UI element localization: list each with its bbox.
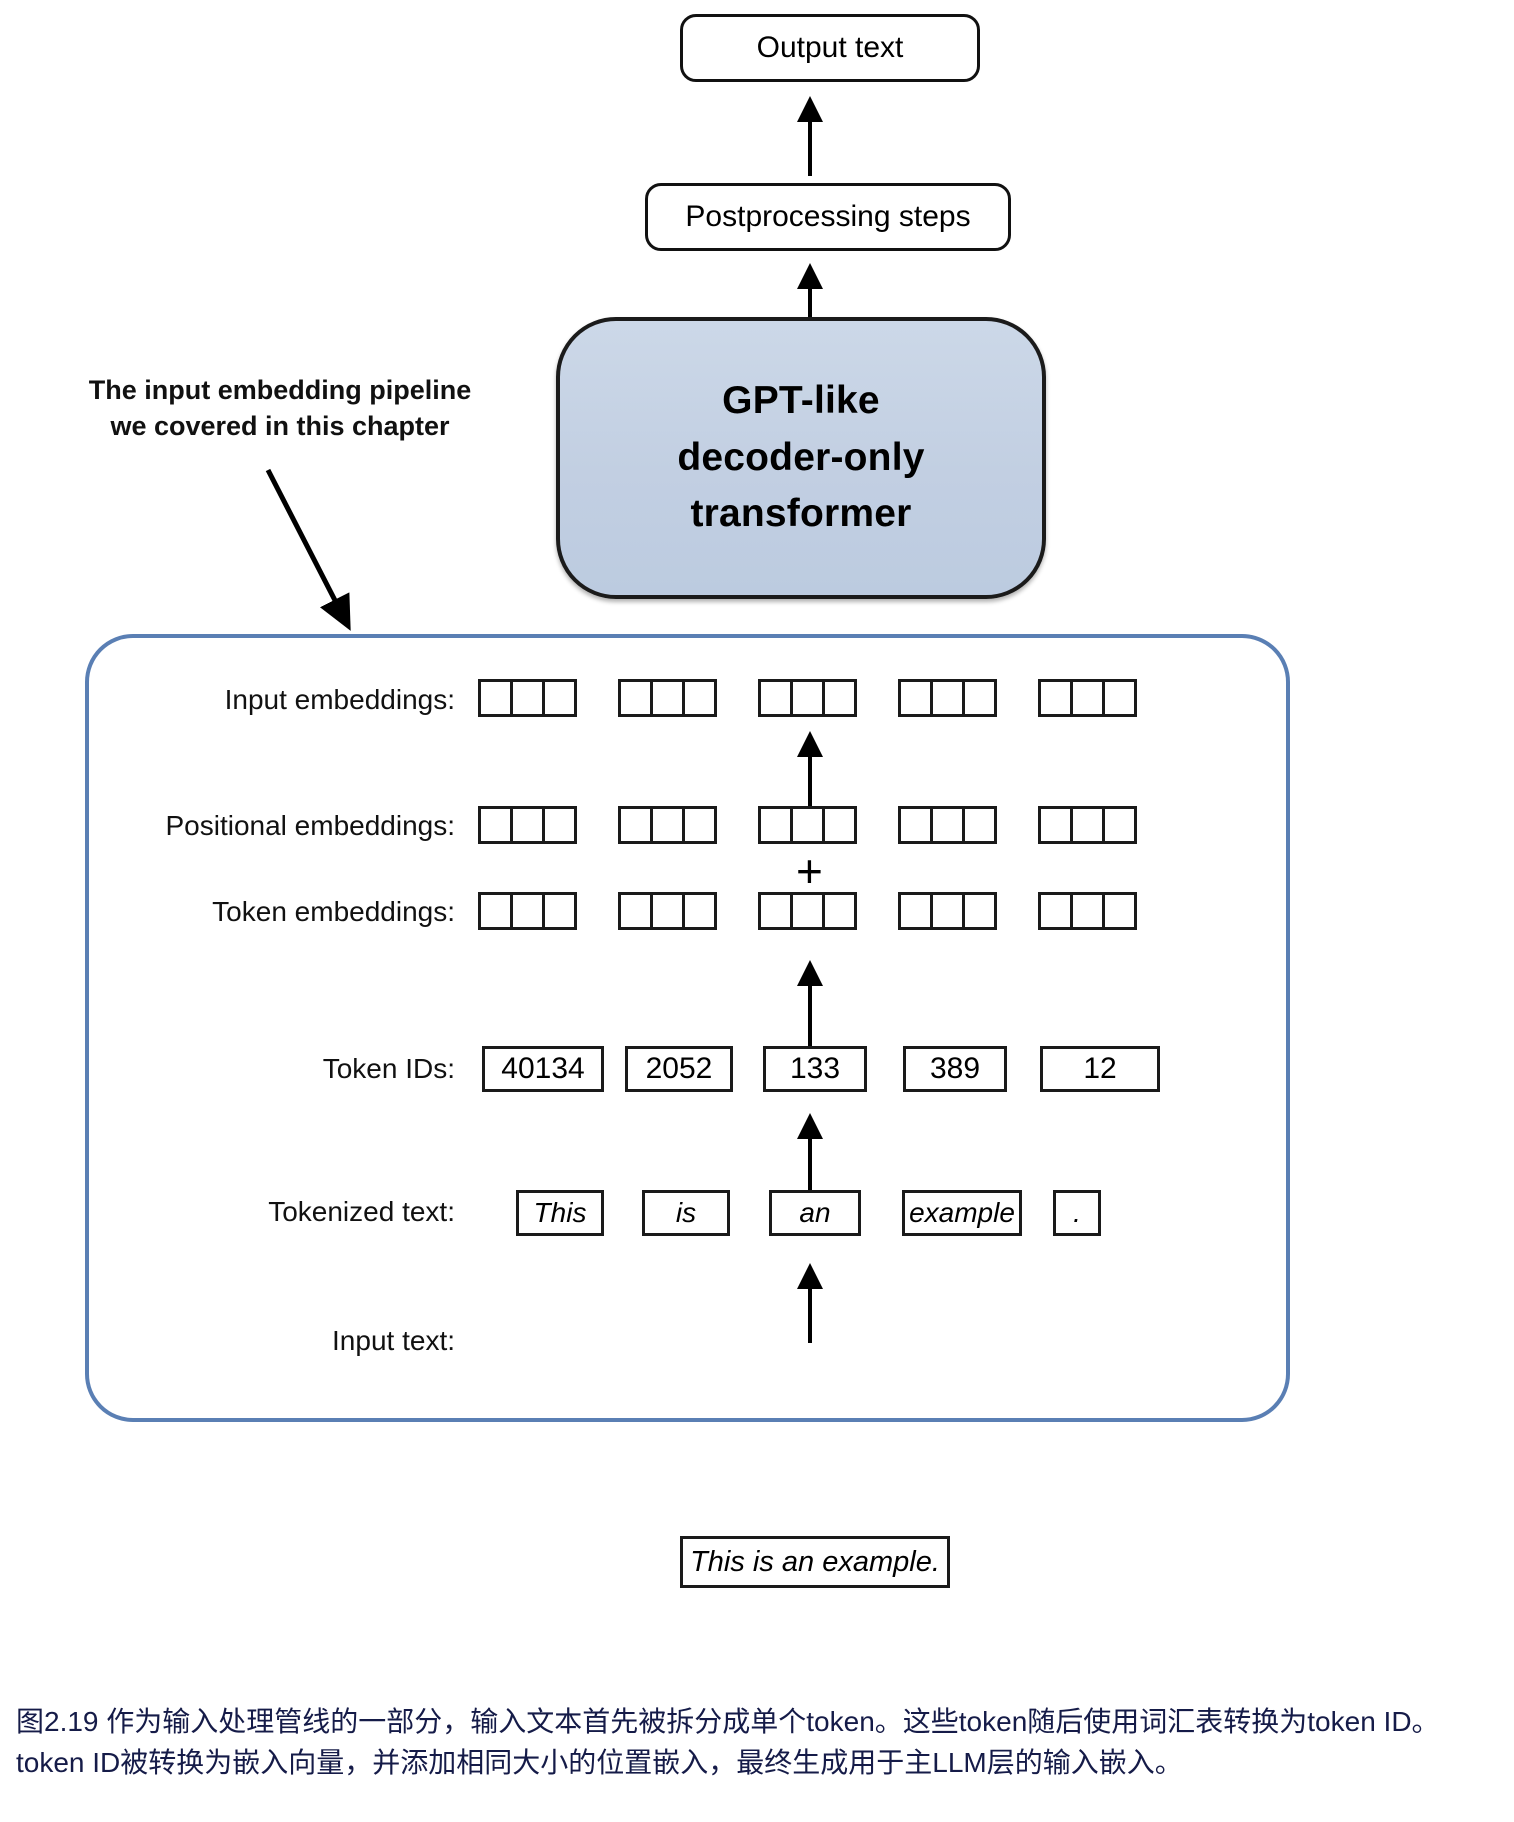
positional-embedding-group-4 — [898, 806, 997, 844]
embedding-cell — [650, 892, 685, 930]
embedding-cell — [822, 679, 857, 717]
token-embedding-group-2 — [618, 892, 717, 930]
token-id-box-4: 389 — [903, 1046, 1007, 1092]
plus-operator: + — [796, 845, 823, 897]
embedding-cell — [898, 679, 933, 717]
tokenized-text-box-4: example — [902, 1190, 1022, 1236]
embedding-cell — [822, 806, 857, 844]
embedding-cell — [898, 806, 933, 844]
token-id-box-1: 40134 — [482, 1046, 604, 1092]
annotation-line-2: we covered in this chapter — [110, 411, 450, 442]
embedding-cell — [1038, 679, 1073, 717]
embedding-cell — [682, 806, 717, 844]
gpt-label-line-1: GPT-like — [722, 379, 880, 423]
input-embedding-group-1 — [478, 679, 577, 717]
gpt-decoder-block-label: GPT-like decoder-only transformer — [677, 373, 924, 543]
embedding-cell — [682, 892, 717, 930]
embedding-cell — [758, 679, 793, 717]
token-embedding-group-5 — [1038, 892, 1137, 930]
input-text-box: This is an example. — [680, 1536, 950, 1588]
embedding-cell — [618, 892, 653, 930]
embedding-cell — [618, 679, 653, 717]
gpt-label-line-3: transformer — [690, 492, 912, 536]
positional-embedding-group-5 — [1038, 806, 1137, 844]
embedding-cell — [930, 679, 965, 717]
embedding-cell — [930, 892, 965, 930]
embedding-cell — [650, 679, 685, 717]
token-embedding-group-1 — [478, 892, 577, 930]
output-text-box: Output text — [680, 14, 980, 82]
embedding-cell — [618, 806, 653, 844]
embedding-cell — [1070, 806, 1105, 844]
token-embedding-group-3 — [758, 892, 857, 930]
tokenized-text-box-3: an — [769, 1190, 861, 1236]
row-label-input-embeddings: Input embeddings: — [224, 684, 455, 715]
embedding-cell — [682, 679, 717, 717]
embedding-cell — [542, 679, 577, 717]
row-label-positional-embeddings: Positional embeddings: — [165, 810, 455, 841]
embedding-cell — [790, 806, 825, 844]
positional-embedding-group-1 — [478, 806, 577, 844]
embedding-cell — [790, 892, 825, 930]
input-embedding-group-4 — [898, 679, 997, 717]
postprocessing-steps-box: Postprocessing steps — [645, 183, 1011, 251]
embedding-cell — [478, 679, 513, 717]
embedding-cell — [1102, 892, 1137, 930]
embedding-cell — [1070, 679, 1105, 717]
row-label-input-text: Input text: — [332, 1325, 455, 1356]
embedding-cell — [510, 806, 545, 844]
embedding-cell — [962, 679, 997, 717]
embedding-cell — [758, 892, 793, 930]
embedding-cell — [478, 806, 513, 844]
embedding-cell — [510, 892, 545, 930]
token-id-box-3: 133 — [763, 1046, 867, 1092]
tokenized-text-box-1: This — [516, 1190, 604, 1236]
postprocessing-steps-label: Postprocessing steps — [685, 200, 971, 233]
embedding-cell — [962, 892, 997, 930]
input-embedding-pipeline-container — [85, 634, 1290, 1422]
embedding-cell — [898, 892, 933, 930]
output-text-label: Output text — [756, 31, 904, 64]
embedding-cell — [510, 679, 545, 717]
annotation-line-1: The input embedding pipeline — [88, 375, 472, 405]
token-embedding-group-4 — [898, 892, 997, 930]
row-label-tokenized-text: Tokenized text: — [268, 1196, 455, 1227]
figure-caption: 图2.19 作为输入处理管线的一部分，输入文本首先被拆分成单个token。这些t… — [16, 1706, 1440, 1778]
input-embedding-group-2 — [618, 679, 717, 717]
tokenized-text-box-5: . — [1053, 1190, 1101, 1236]
embedding-cell — [650, 806, 685, 844]
embedding-cell — [758, 806, 793, 844]
row-label-token-embeddings: Token embeddings: — [212, 896, 455, 927]
token-id-box-5: 12 — [1040, 1046, 1160, 1092]
tokenized-text-box-2: is — [642, 1190, 730, 1236]
gpt-label-line-2: decoder-only — [677, 435, 925, 479]
token-id-box-2: 2052 — [625, 1046, 733, 1092]
embedding-cell — [1038, 806, 1073, 844]
embedding-cell — [930, 806, 965, 844]
embedding-cell — [822, 892, 857, 930]
embedding-cell — [478, 892, 513, 930]
embedding-cell — [542, 892, 577, 930]
input-embedding-group-5 — [1038, 679, 1137, 717]
embedding-cell — [1038, 892, 1073, 930]
positional-embedding-group-3 — [758, 806, 857, 844]
annotation-arrow-icon — [265, 468, 351, 631]
gpt-decoder-block: GPT-like decoder-only transformer — [556, 317, 1046, 599]
row-label-token-ids: Token IDs: — [322, 1053, 455, 1084]
input-embedding-group-3 — [758, 679, 857, 717]
embedding-cell — [1070, 892, 1105, 930]
positional-embedding-group-2 — [618, 806, 717, 844]
embedding-cell — [790, 679, 825, 717]
embedding-cell — [1102, 679, 1137, 717]
annotation-callout: The input embedding pipeline we covered … — [85, 372, 475, 445]
input-text-value: This is an example. — [690, 1545, 940, 1578]
embedding-cell — [1102, 806, 1137, 844]
embedding-cell — [542, 806, 577, 844]
embedding-cell — [962, 806, 997, 844]
